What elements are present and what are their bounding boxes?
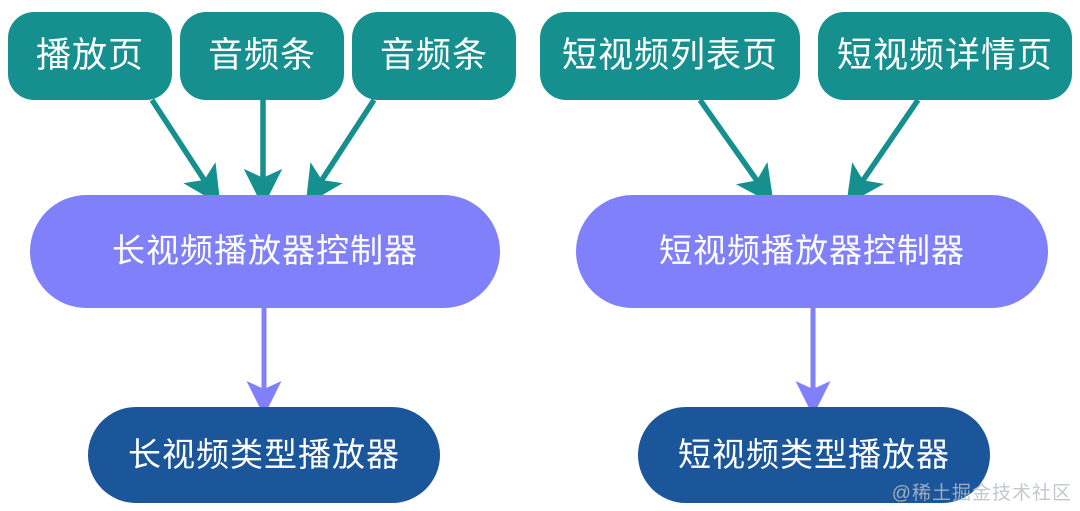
edge-play-page-to-long-controller [149,98,221,205]
watermark: @稀土掘金技术社区 [891,483,1072,504]
node-short-video-player-controller-label: 短视频播放器控制器 [659,232,965,270]
node-long-video-player-controller-label: 长视频播放器控制器 [112,232,418,270]
edge-short-detail-to-short-controller [846,98,921,205]
node-play-page-label: 播放页 [35,35,144,75]
node-short-video-type-player[interactable]: 短视频类型播放器 [638,407,990,503]
node-short-video-list-page-label: 短视频列表页 [561,35,778,75]
edge-short-list-to-short-controller [697,98,774,205]
node-play-page[interactable]: 播放页 [8,12,172,100]
node-audio-bar-1[interactable]: 音频条 [180,12,344,100]
node-audio-bar-2[interactable]: 音频条 [352,12,516,100]
node-long-video-type-player-label: 长视频类型播放器 [128,435,400,473]
node-long-video-type-player[interactable]: 长视频类型播放器 [88,407,440,503]
node-short-video-type-player-label: 短视频类型播放器 [678,435,950,473]
node-short-video-detail-page[interactable]: 短视频详情页 [818,12,1072,100]
node-short-video-list-page[interactable]: 短视频列表页 [540,12,800,100]
node-long-video-player-controller[interactable]: 长视频播放器控制器 [30,195,500,308]
node-audio-bar-1-label: 音频条 [207,35,316,75]
edge-audio-bar-2-to-long-controller [305,98,377,205]
node-audio-bar-2-label: 音频条 [379,35,488,75]
node-short-video-detail-page-label: 短视频详情页 [836,35,1053,75]
node-short-video-player-controller[interactable]: 短视频播放器控制器 [576,195,1048,308]
